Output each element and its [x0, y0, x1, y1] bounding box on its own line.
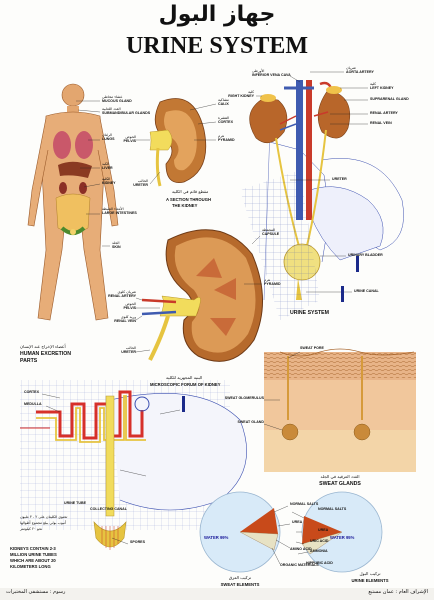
footer-credit-left: رسوم : مستشفى المختبرات: [6, 589, 66, 595]
sweat-caption-arabic: الغدد العرقية في الجلد: [320, 474, 360, 479]
footer-band: [0, 588, 434, 600]
title-arabic: جهاز البول: [158, 2, 276, 27]
urine-elements-wheel: [301, 491, 383, 573]
large-kidney-illustration: [141, 229, 263, 362]
microscopic-caption-arabic: البنية المجهرية للكلية: [166, 375, 203, 380]
system-label: RENAL VEIN: [370, 121, 392, 125]
microscopic-kidney-pointer-lines: [41, 393, 181, 545]
urine-elements-pointer-lines: [291, 511, 309, 555]
urine-system-pointer-lines: [256, 71, 368, 293]
system-label: URINARY BLADDER: [348, 253, 383, 257]
urine-element-label: NORMAL SALTS: [318, 507, 347, 511]
cortex-label: CORTEX: [24, 390, 39, 394]
sweat-element-label: AMINO ACID: [290, 547, 312, 551]
sweat-elements-caption-arabic: تركيب العرق: [228, 575, 252, 580]
sweat-caption-english: SWEAT GLANDS: [319, 481, 361, 487]
fact-arabic-1: تحتوي الكليتان على ٢ - ٣ مليون: [20, 515, 68, 519]
urine-element-label: AMMONIA: [310, 549, 328, 553]
section-caption-arabic: مقطع قائم في الكلية: [172, 189, 209, 194]
fact-english-3: WHICH ARE ABOUT 20: [10, 558, 56, 563]
kidney-section-illustration: [149, 98, 207, 187]
fact-english-1: KIDNEYS CONTAIN 2-3: [10, 546, 56, 551]
system-label: RENAL ARTERY: [370, 111, 398, 115]
microscopic-caption-english: MICROSCOPIC FORUM OF KIDNEY: [150, 382, 221, 387]
title-english: URINE SYSTEM: [125, 33, 309, 59]
fact-english-4: KILOMETERS LONG: [10, 564, 51, 569]
urine-system-illustration: [240, 80, 404, 320]
panel-markers: [182, 256, 359, 412]
excretion-caption-english-2: PARTS: [20, 358, 38, 364]
sweat-element-label: UREA: [292, 520, 303, 524]
sweat-elements-caption-english: SWEAT ELEMENTS: [220, 582, 260, 587]
system-label: URETER: [332, 177, 347, 181]
footer-credit-right: الإشراف العام : عمان مستبع: [368, 589, 428, 595]
fact-arabic-2: أنبوب بولي يبلغ مجموع أطوالها: [20, 521, 66, 525]
sweat-glands-pointer-lines: [263, 351, 301, 431]
urine-elements-caption-english: URINE ELEMENTS: [351, 578, 389, 583]
sweat-glands-illustration: [264, 348, 416, 472]
system-label: URINE CANAL: [354, 289, 379, 293]
human-figure-illustration: [27, 83, 119, 321]
urine-water-label: WATER 95%: [330, 535, 355, 540]
fact-arabic-3: نحو ٢٠ كيلومتر: [20, 527, 43, 531]
large-kidney-pointer-lines: [135, 235, 262, 353]
collecting-canal-label: COLLECTING CANAL: [90, 507, 127, 511]
system-caption: URINE SYSTEM: [290, 310, 329, 316]
sweat-gland-label: SWEAT GLAND: [237, 420, 264, 424]
fact-english-2: MILLION URINE TUBES: [10, 552, 57, 557]
urine-element-label: HIPPURIC ACID: [306, 561, 333, 565]
sweat-pore-label: SWEAT PORE: [300, 346, 324, 350]
system-label: SUPRARENAL GLAND: [370, 97, 409, 101]
sweat-elements-pointer-lines: [271, 505, 291, 565]
excretion-caption-english: HUMAN EXCRETION: [20, 351, 72, 357]
sweat-glomerulus-label: SWEAT GLOMERULUS: [224, 396, 264, 400]
urine-tube-label: URINE TUBE: [64, 501, 86, 505]
sweat-element-label: NORMAL SALTS: [290, 502, 319, 506]
section-caption-english: A SECTION THROUGH: [166, 197, 211, 202]
urine-elements-caption-arabic: تركيب البول: [359, 571, 381, 576]
sweat-water-label: WATER 99%: [204, 535, 229, 540]
urine-element-label: URIC ACID: [310, 539, 329, 543]
microscopic-kidney-illustration: [20, 380, 247, 550]
sweat-element-label: ORGANIC MATERIALS: [280, 563, 319, 567]
medulla-label: MEDULLA: [24, 402, 42, 406]
spores-label: SPORES: [130, 540, 145, 544]
kidney-section-pointer-lines: [136, 103, 217, 185]
urine-element-label: UREA: [318, 528, 329, 532]
sweat-elements-wheel: [199, 491, 281, 573]
excretion-caption-arabic: أعضاء الإخراج عند الإنسان: [20, 344, 66, 349]
section-caption-english-2: THE KIDNEY: [172, 203, 198, 208]
excretion-pointer-lines: [76, 100, 110, 247]
